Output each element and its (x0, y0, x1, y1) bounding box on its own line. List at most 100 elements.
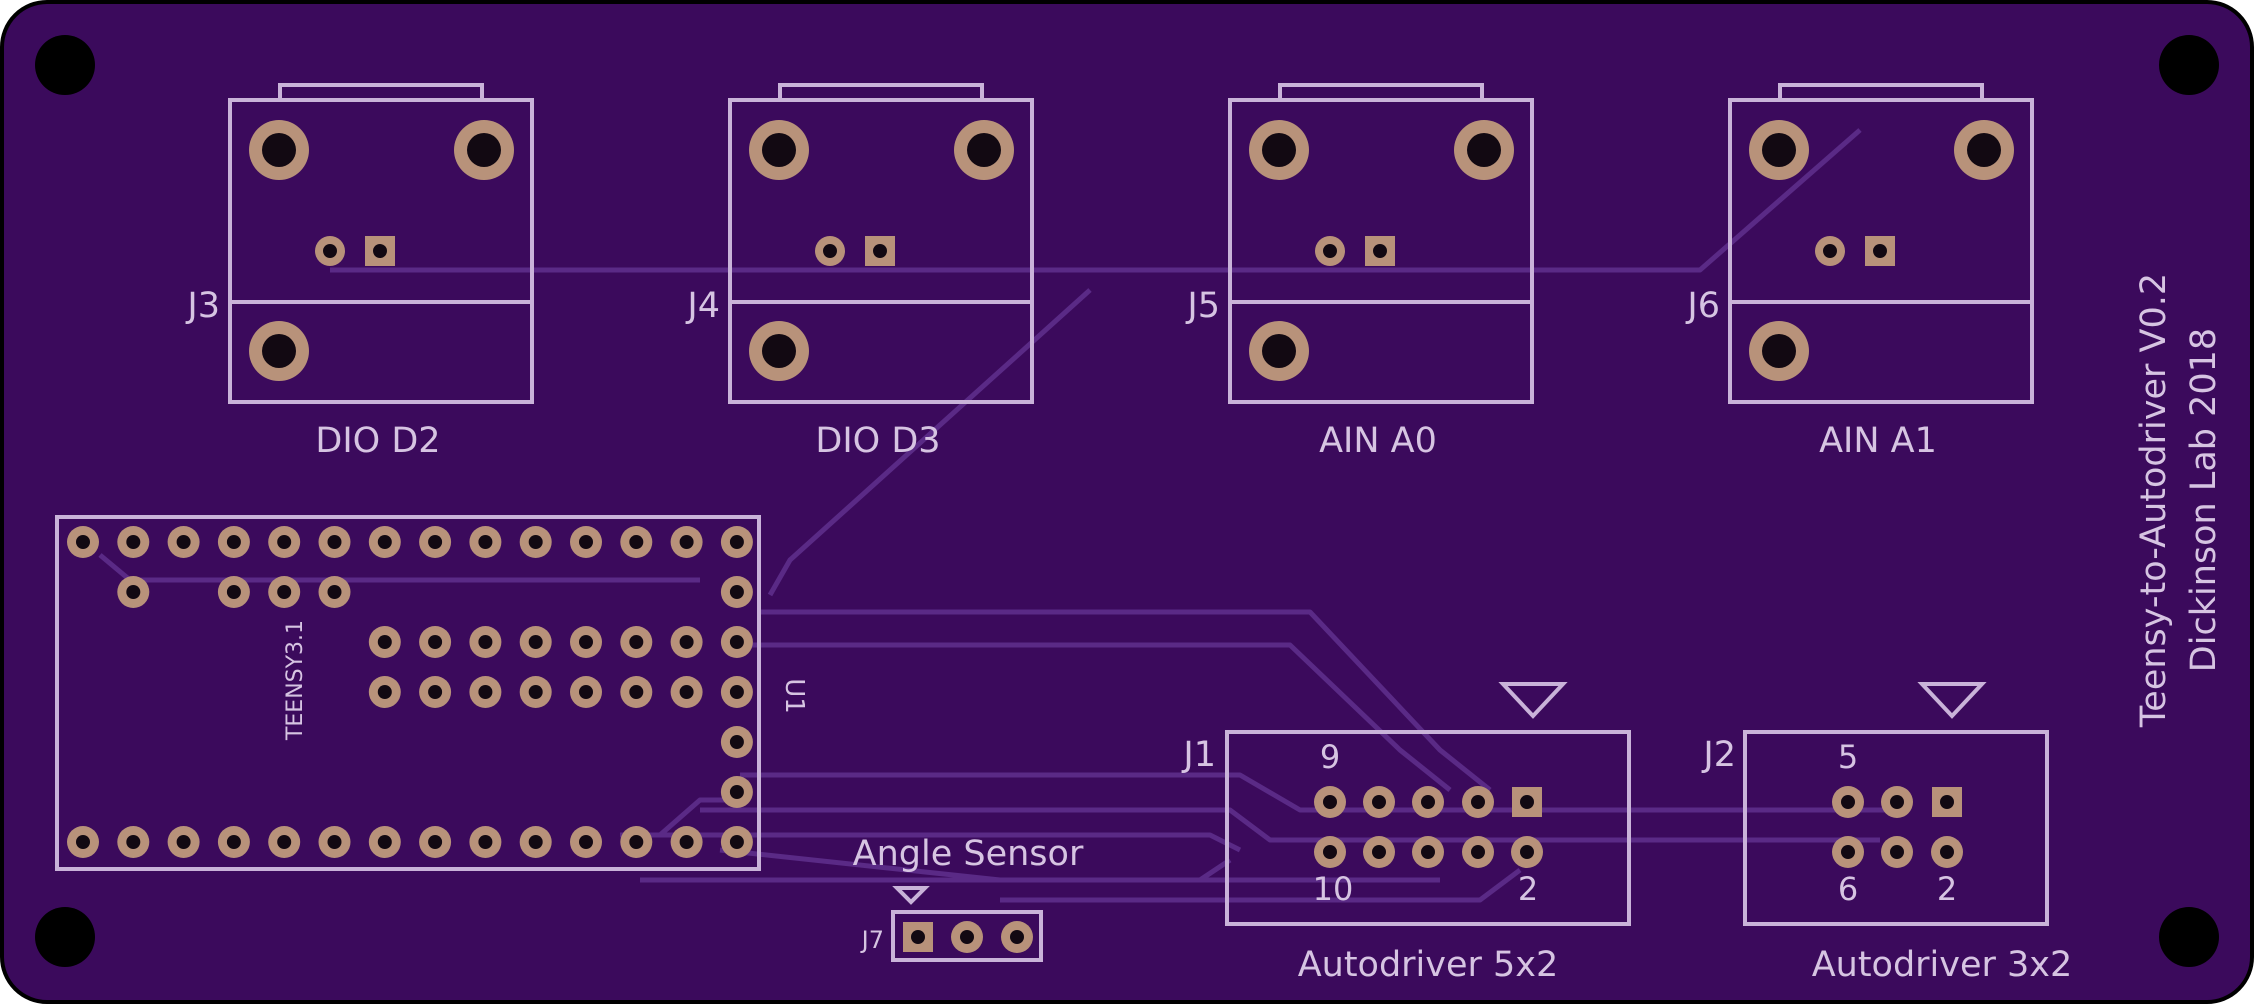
drill-hole (126, 585, 141, 599)
pin-label-2: 2 (1937, 870, 1957, 908)
drill-hole (679, 685, 694, 699)
connector-ref: J4 (685, 286, 720, 326)
mounting-hole (2159, 907, 2219, 967)
connector-outline (1743, 730, 2049, 926)
pin-label-6: 6 (1838, 870, 1858, 908)
drill-hole (729, 635, 744, 649)
teensy-ref: U1 (779, 678, 809, 714)
drill-hole (1841, 795, 1855, 809)
drill-hole (327, 835, 342, 849)
connector-label: Autodriver 5x2 (1298, 945, 1559, 985)
drill-hole (579, 635, 593, 649)
drill-hole (528, 535, 543, 549)
connector-outline (228, 98, 534, 404)
pin-label-9: 9 (1320, 738, 1340, 776)
drill-hole (377, 685, 392, 699)
drill-hole (478, 835, 493, 849)
connector-ref: J7 (860, 926, 884, 954)
drill-hole (729, 535, 744, 549)
pin1-marker (1498, 682, 1568, 719)
drill-hole (579, 685, 593, 699)
drill-hole (1940, 845, 1954, 859)
drill-hole (377, 835, 392, 849)
drill-hole (377, 535, 392, 549)
mounting-hole (35, 907, 95, 967)
drill-hole (1890, 845, 1904, 859)
connector-label: AIN A0 (1319, 421, 1437, 461)
mounting-hole (2159, 35, 2219, 95)
connector-j3: J3 DIO D2 (185, 83, 534, 461)
drill-hole (1890, 795, 1904, 809)
drill-hole (226, 585, 241, 599)
drill-hole (428, 535, 443, 549)
drill-hole (629, 685, 644, 699)
drill-hole (629, 835, 644, 849)
connector-outline (1728, 98, 2034, 404)
drill-hole (729, 735, 744, 749)
board-title: Teensy-to-Autodriver V0.2 Dickinson Lab … (2134, 273, 2224, 728)
drill-hole (277, 535, 292, 549)
drill-hole (226, 535, 241, 549)
drill-hole (428, 835, 443, 849)
pin-label-5: 5 (1838, 738, 1858, 776)
drill-hole (478, 685, 493, 699)
drill-hole (76, 535, 90, 549)
drill-hole (679, 535, 694, 549)
connector-ref: J6 (1685, 286, 1720, 326)
connector-ref: J5 (1185, 286, 1220, 326)
drill-hole (176, 835, 191, 849)
drill-hole (1520, 845, 1534, 859)
drill-hole (478, 535, 493, 549)
pin-label-10: 10 (1313, 870, 1354, 908)
connector-j1: J1 9 10 2 Autodriver 5x2 (1181, 682, 1631, 985)
connector-outline (728, 98, 1034, 404)
drill-hole (126, 535, 141, 549)
pin-label-2: 2 (1518, 870, 1538, 908)
drill-hole (528, 635, 543, 649)
drill-hole (428, 635, 443, 649)
teensy-outline (55, 515, 761, 871)
drill-hole (629, 535, 644, 549)
drill-hole (1421, 845, 1435, 859)
connector-ref: J1 (1181, 735, 1216, 775)
pin1-marker (892, 886, 930, 905)
connector-outline (1228, 98, 1534, 404)
drill-hole (1471, 845, 1485, 859)
drill-hole (729, 785, 744, 799)
drill-hole (729, 585, 744, 599)
connector-label: Autodriver 3x2 (1812, 945, 2073, 985)
connector-j4: J4 DIO D3 (685, 83, 1034, 461)
drill-hole (528, 835, 543, 849)
connector-j2: J2 5 6 2 Autodriver 3x2 (1701, 682, 2073, 985)
drill-hole (428, 685, 443, 699)
drill-hole (1841, 845, 1855, 859)
drill-hole (1520, 795, 1534, 809)
connector-label: DIO D3 (815, 421, 940, 461)
drill-hole (277, 585, 292, 599)
drill-hole (277, 835, 292, 849)
drill-hole (1323, 795, 1337, 809)
connector-label: AIN A1 (1819, 421, 1937, 461)
connector-ref: J3 (185, 286, 220, 326)
board-title-line2: Dickinson Lab 2018 (2184, 328, 2224, 672)
drill-hole (226, 835, 241, 849)
drill-hole (1940, 795, 1954, 809)
drill-hole (327, 585, 342, 599)
teensy-footprint-u1: TEENSY3.1 U1 (55, 515, 809, 871)
drill-hole (76, 835, 90, 849)
drill-hole (327, 535, 342, 549)
connector-j6: J6 AIN A1 (1685, 83, 2034, 461)
drill-hole (629, 635, 644, 649)
drill-hole (1372, 795, 1386, 809)
connector-outline (1225, 730, 1631, 926)
drill-hole (729, 835, 744, 849)
drill-hole (126, 835, 141, 849)
drill-hole (679, 835, 694, 849)
connector-ref: J2 (1701, 735, 1736, 775)
drill-hole (1372, 845, 1386, 859)
connector-label: DIO D2 (315, 421, 440, 461)
drill-hole (579, 535, 593, 549)
mounting-hole (35, 35, 95, 95)
